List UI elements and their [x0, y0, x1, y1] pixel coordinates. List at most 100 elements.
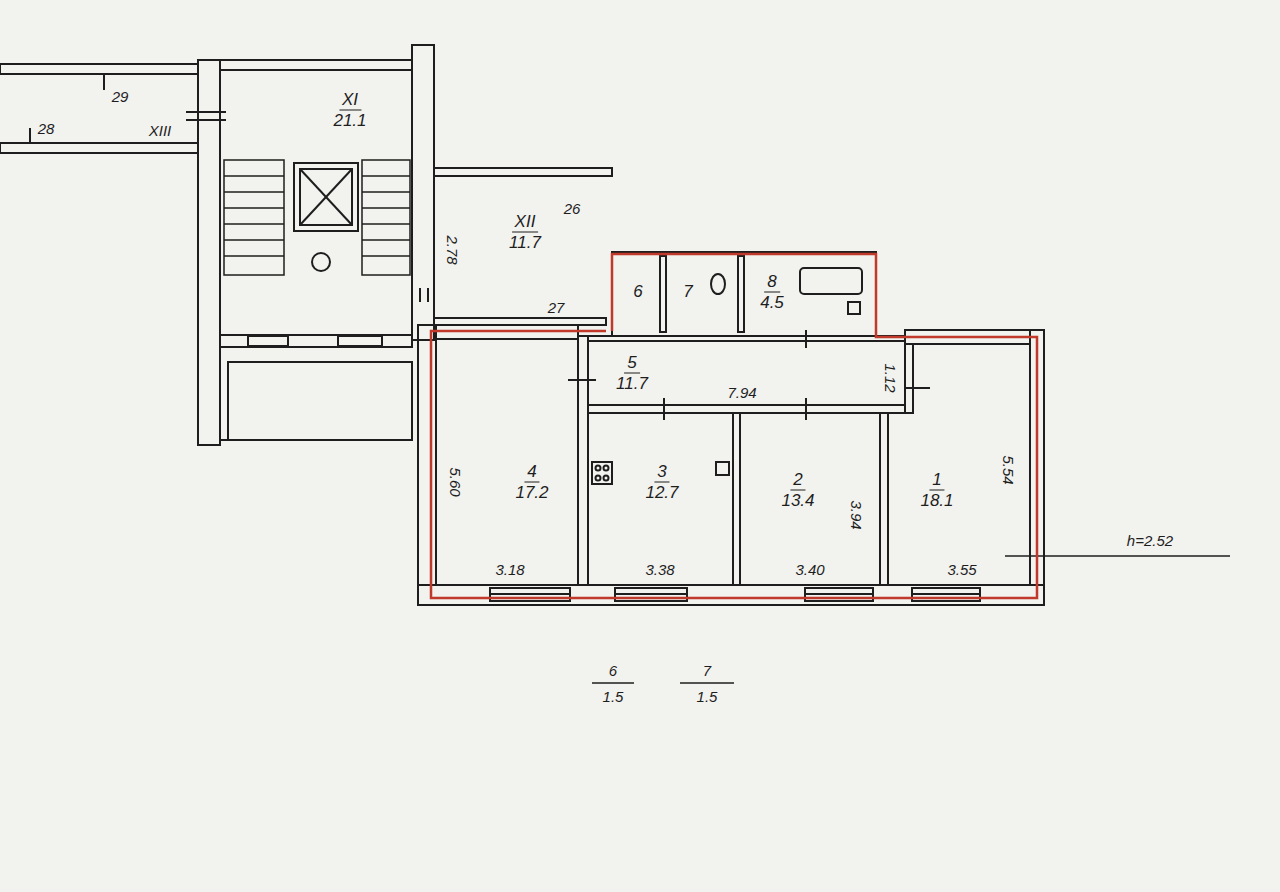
area-value: 21.1 — [330, 111, 369, 131]
wall — [418, 325, 436, 585]
stair-step — [224, 239, 284, 241]
room-label: 6 — [630, 282, 645, 302]
stove — [592, 462, 612, 484]
stove-ring — [604, 466, 609, 471]
partition — [738, 256, 744, 332]
room-number: 4 — [524, 462, 539, 483]
area-value: 13.4 — [778, 491, 817, 511]
room-label: 417.2 — [512, 462, 551, 503]
room-box: 213.4 — [740, 413, 880, 585]
room-number: XI — [339, 90, 361, 111]
stair-step — [224, 223, 284, 225]
wall — [880, 413, 888, 585]
leader-line — [1005, 555, 1230, 557]
stair-step — [362, 207, 410, 209]
callout-number: 28 — [38, 120, 55, 137]
stair-flight — [224, 160, 284, 275]
dimension-label: 5.60 — [447, 467, 464, 496]
door-mark — [568, 379, 596, 381]
wall — [434, 168, 612, 176]
wall — [220, 60, 412, 70]
stair-step — [362, 239, 410, 241]
stair-flight — [224, 160, 410, 275]
door-mark — [905, 387, 930, 389]
area-value: 18.1 — [917, 491, 956, 511]
door-mark — [805, 330, 807, 348]
room-label: 84.5 — [757, 272, 787, 313]
area-value: 12.7 — [642, 483, 681, 503]
room-number: 8 — [764, 272, 779, 293]
room-box: 7 — [666, 256, 738, 332]
dimension-label: 2.78 — [444, 235, 461, 264]
stair-flight — [362, 160, 410, 275]
window — [805, 593, 873, 595]
apartment-outline — [431, 331, 1037, 598]
stair-step — [224, 255, 284, 257]
stair-step — [224, 191, 284, 193]
door-mark — [805, 398, 807, 420]
dimension-label: 3.55 — [947, 561, 976, 578]
stair-step — [362, 191, 410, 193]
room-number: 6 — [609, 662, 617, 679]
stair-box: XI21.1 — [220, 70, 412, 158]
door-mark — [663, 398, 665, 420]
room-label: 118.1 — [917, 470, 956, 511]
window — [490, 593, 570, 595]
window — [912, 593, 980, 595]
elevator-car — [300, 169, 352, 225]
wall — [0, 143, 198, 153]
area-value: 1.5 — [603, 688, 624, 705]
wall — [578, 336, 588, 585]
dimension-label: 5.54 — [1000, 455, 1017, 484]
stove-ring — [596, 466, 601, 471]
room-box: XII11.7 — [436, 176, 606, 318]
area-value: 17.2 — [512, 483, 551, 503]
room-label: XII11.7 — [506, 212, 544, 253]
landing — [228, 362, 412, 440]
room-number: 3 — [654, 462, 669, 483]
dimension-label: 3.40 — [795, 561, 824, 578]
room-number: XIII — [149, 122, 172, 139]
sink — [716, 462, 729, 475]
room-number: 6 — [630, 282, 645, 302]
elevator-cross — [300, 169, 352, 225]
door-mark — [103, 74, 105, 90]
door-mark — [427, 288, 429, 302]
stair-step — [362, 223, 410, 225]
elevator-cross — [300, 169, 352, 225]
area-value: 4.5 — [757, 293, 787, 313]
door-mark — [29, 128, 31, 143]
wall — [0, 64, 198, 74]
room-label: 7 — [680, 282, 695, 302]
apartment-outline — [612, 254, 910, 337]
callout-number: 27 — [548, 299, 565, 316]
dimension-label: 3.18 — [495, 561, 524, 578]
area-value: 1.5 — [697, 688, 718, 705]
window — [615, 593, 687, 595]
height-label: h=2.52 — [1127, 532, 1173, 549]
wall — [905, 344, 913, 413]
wall — [733, 413, 740, 585]
dimension-label: 7.94 — [727, 384, 756, 401]
area-value: 11.7 — [506, 233, 544, 253]
bathtub — [800, 268, 862, 294]
wall — [434, 318, 606, 325]
area-value: 11.7 — [613, 374, 651, 394]
dimension-label: 3.38 — [645, 561, 674, 578]
window — [338, 336, 382, 346]
stair-step — [362, 255, 410, 257]
wall — [612, 252, 876, 336]
room-label: 213.4 — [778, 470, 817, 511]
stair-step — [362, 175, 410, 177]
room-number: 1 — [929, 470, 944, 491]
wall — [220, 335, 412, 347]
wall — [418, 585, 1044, 605]
wall — [412, 45, 434, 340]
dimension-label: 1.12 — [882, 363, 899, 392]
fraction-line — [592, 682, 634, 684]
room-box: 312.7 — [588, 413, 733, 585]
shaft-circle — [312, 253, 330, 271]
room-box: 84.5 — [744, 256, 876, 332]
